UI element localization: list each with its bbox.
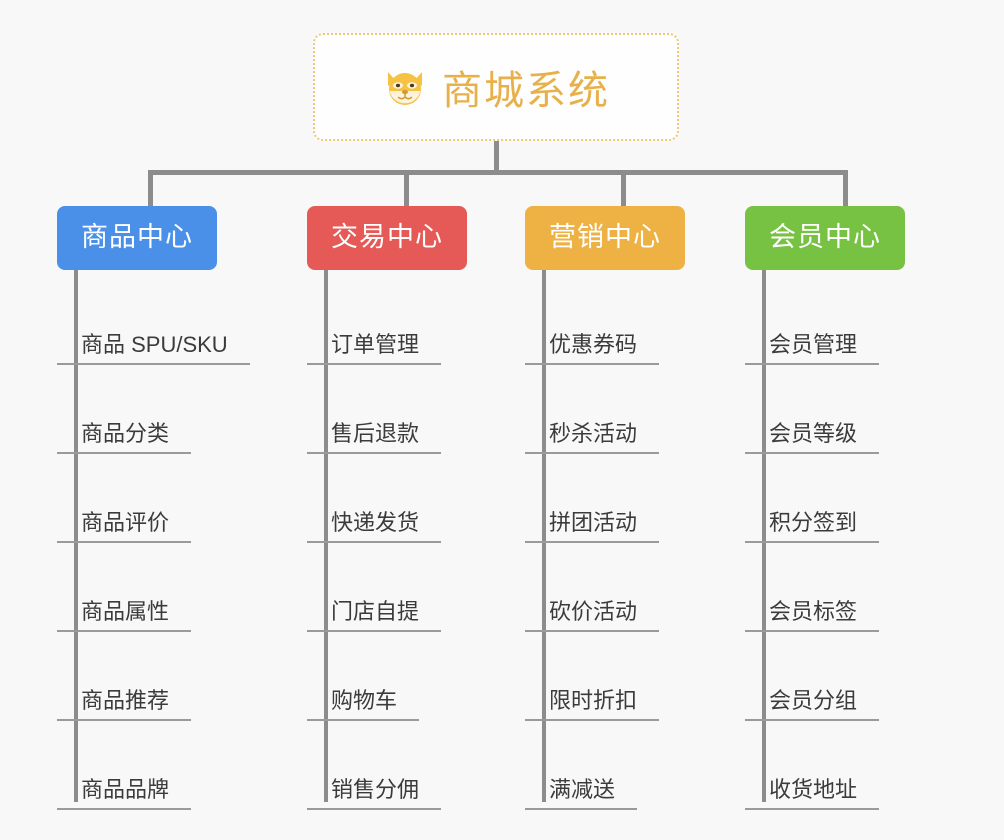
list-item[interactable]: 快递发货 [307, 460, 567, 549]
list-item[interactable]: 商品 SPU/SKU [57, 282, 337, 371]
list-item[interactable]: 会员管理 [745, 282, 1004, 371]
connector-drop-1 [148, 170, 153, 206]
leaf-list-marketing: 优惠券码 秒杀活动 拼团活动 砍价活动 限时折扣 满减送 [525, 269, 785, 816]
leaf-label: 商品评价 [57, 510, 192, 543]
root-title: 商城系统 [442, 69, 610, 113]
leaf-label: 收货地址 [745, 777, 880, 810]
list-item[interactable]: 商品推荐 [57, 638, 337, 727]
list-item[interactable]: 售后退款 [307, 371, 567, 460]
connector-drop-4 [843, 170, 848, 206]
leaf-list-member: 会员管理 会员等级 积分签到 会员标签 会员分组 收货地址 [745, 269, 1004, 816]
list-item[interactable]: 门店自提 [307, 549, 567, 638]
leaf-label: 秒杀活动 [525, 421, 660, 454]
list-item[interactable]: 拼团活动 [525, 460, 785, 549]
leaf-label: 门店自提 [307, 599, 442, 632]
leaf-label: 售后退款 [307, 421, 442, 454]
list-item[interactable]: 限时折扣 [525, 638, 785, 727]
list-item[interactable]: 商品分类 [57, 371, 337, 460]
leaf-label: 商品属性 [57, 599, 192, 632]
leaf-label: 会员标签 [745, 599, 880, 632]
dog-face-icon [382, 64, 428, 110]
leaf-label: 销售分佣 [307, 777, 442, 810]
leaf-label: 会员管理 [745, 332, 880, 365]
branch-column-marketing: 营销中心 优惠券码 秒杀活动 拼团活动 砍价活动 限时折扣 满减送 [525, 206, 785, 816]
connector-root-stem [494, 141, 499, 173]
leaf-label: 商品 SPU/SKU [57, 332, 250, 365]
list-item[interactable]: 商品评价 [57, 460, 337, 549]
list-item[interactable]: 商品品牌 [57, 727, 337, 816]
leaf-label: 限时折扣 [525, 688, 660, 721]
list-item[interactable]: 砍价活动 [525, 549, 785, 638]
branch-column-product: 商品中心 商品 SPU/SKU 商品分类 商品评价 商品属性 商品推荐 商品品牌 [57, 206, 337, 816]
leaf-list-trade: 订单管理 售后退款 快递发货 门店自提 购物车 销售分佣 [307, 269, 567, 816]
list-item[interactable]: 收货地址 [745, 727, 1004, 816]
branch-header-trade[interactable]: 交易中心 [307, 206, 467, 270]
leaf-label: 满减送 [525, 777, 638, 810]
branch-header-product[interactable]: 商品中心 [57, 206, 217, 270]
leaf-label: 会员分组 [745, 688, 880, 721]
list-item[interactable]: 满减送 [525, 727, 785, 816]
list-item[interactable]: 会员标签 [745, 549, 1004, 638]
branch-header-member[interactable]: 会员中心 [745, 206, 905, 270]
leaf-list-product: 商品 SPU/SKU 商品分类 商品评价 商品属性 商品推荐 商品品牌 [57, 269, 337, 816]
list-item[interactable]: 秒杀活动 [525, 371, 785, 460]
list-item[interactable]: 优惠券码 [525, 282, 785, 371]
leaf-label: 优惠券码 [525, 332, 660, 365]
leaf-label: 快递发货 [307, 510, 442, 543]
leaf-label: 拼团活动 [525, 510, 660, 543]
list-item[interactable]: 购物车 [307, 638, 567, 727]
branch-column-member: 会员中心 会员管理 会员等级 积分签到 会员标签 会员分组 收货地址 [745, 206, 1004, 816]
connector-horizontal-bus [148, 170, 848, 175]
leaf-label: 商品推荐 [57, 688, 192, 721]
connector-drop-2 [404, 170, 409, 206]
leaf-label: 购物车 [307, 688, 420, 721]
leaf-label: 商品分类 [57, 421, 192, 454]
branch-column-trade: 交易中心 订单管理 售后退款 快递发货 门店自提 购物车 销售分佣 [307, 206, 567, 816]
root-node[interactable]: 商城系统 [313, 33, 679, 141]
leaf-label: 积分签到 [745, 510, 880, 543]
list-item[interactable]: 积分签到 [745, 460, 1004, 549]
list-item[interactable]: 会员分组 [745, 638, 1004, 727]
branch-header-marketing[interactable]: 营销中心 [525, 206, 685, 270]
connector-drop-3 [621, 170, 626, 206]
leaf-label: 订单管理 [307, 332, 442, 365]
list-item[interactable]: 订单管理 [307, 282, 567, 371]
list-item[interactable]: 会员等级 [745, 371, 1004, 460]
list-item[interactable]: 商品属性 [57, 549, 337, 638]
list-item[interactable]: 销售分佣 [307, 727, 567, 816]
leaf-label: 会员等级 [745, 421, 880, 454]
leaf-label: 砍价活动 [525, 599, 660, 632]
leaf-label: 商品品牌 [57, 777, 192, 810]
